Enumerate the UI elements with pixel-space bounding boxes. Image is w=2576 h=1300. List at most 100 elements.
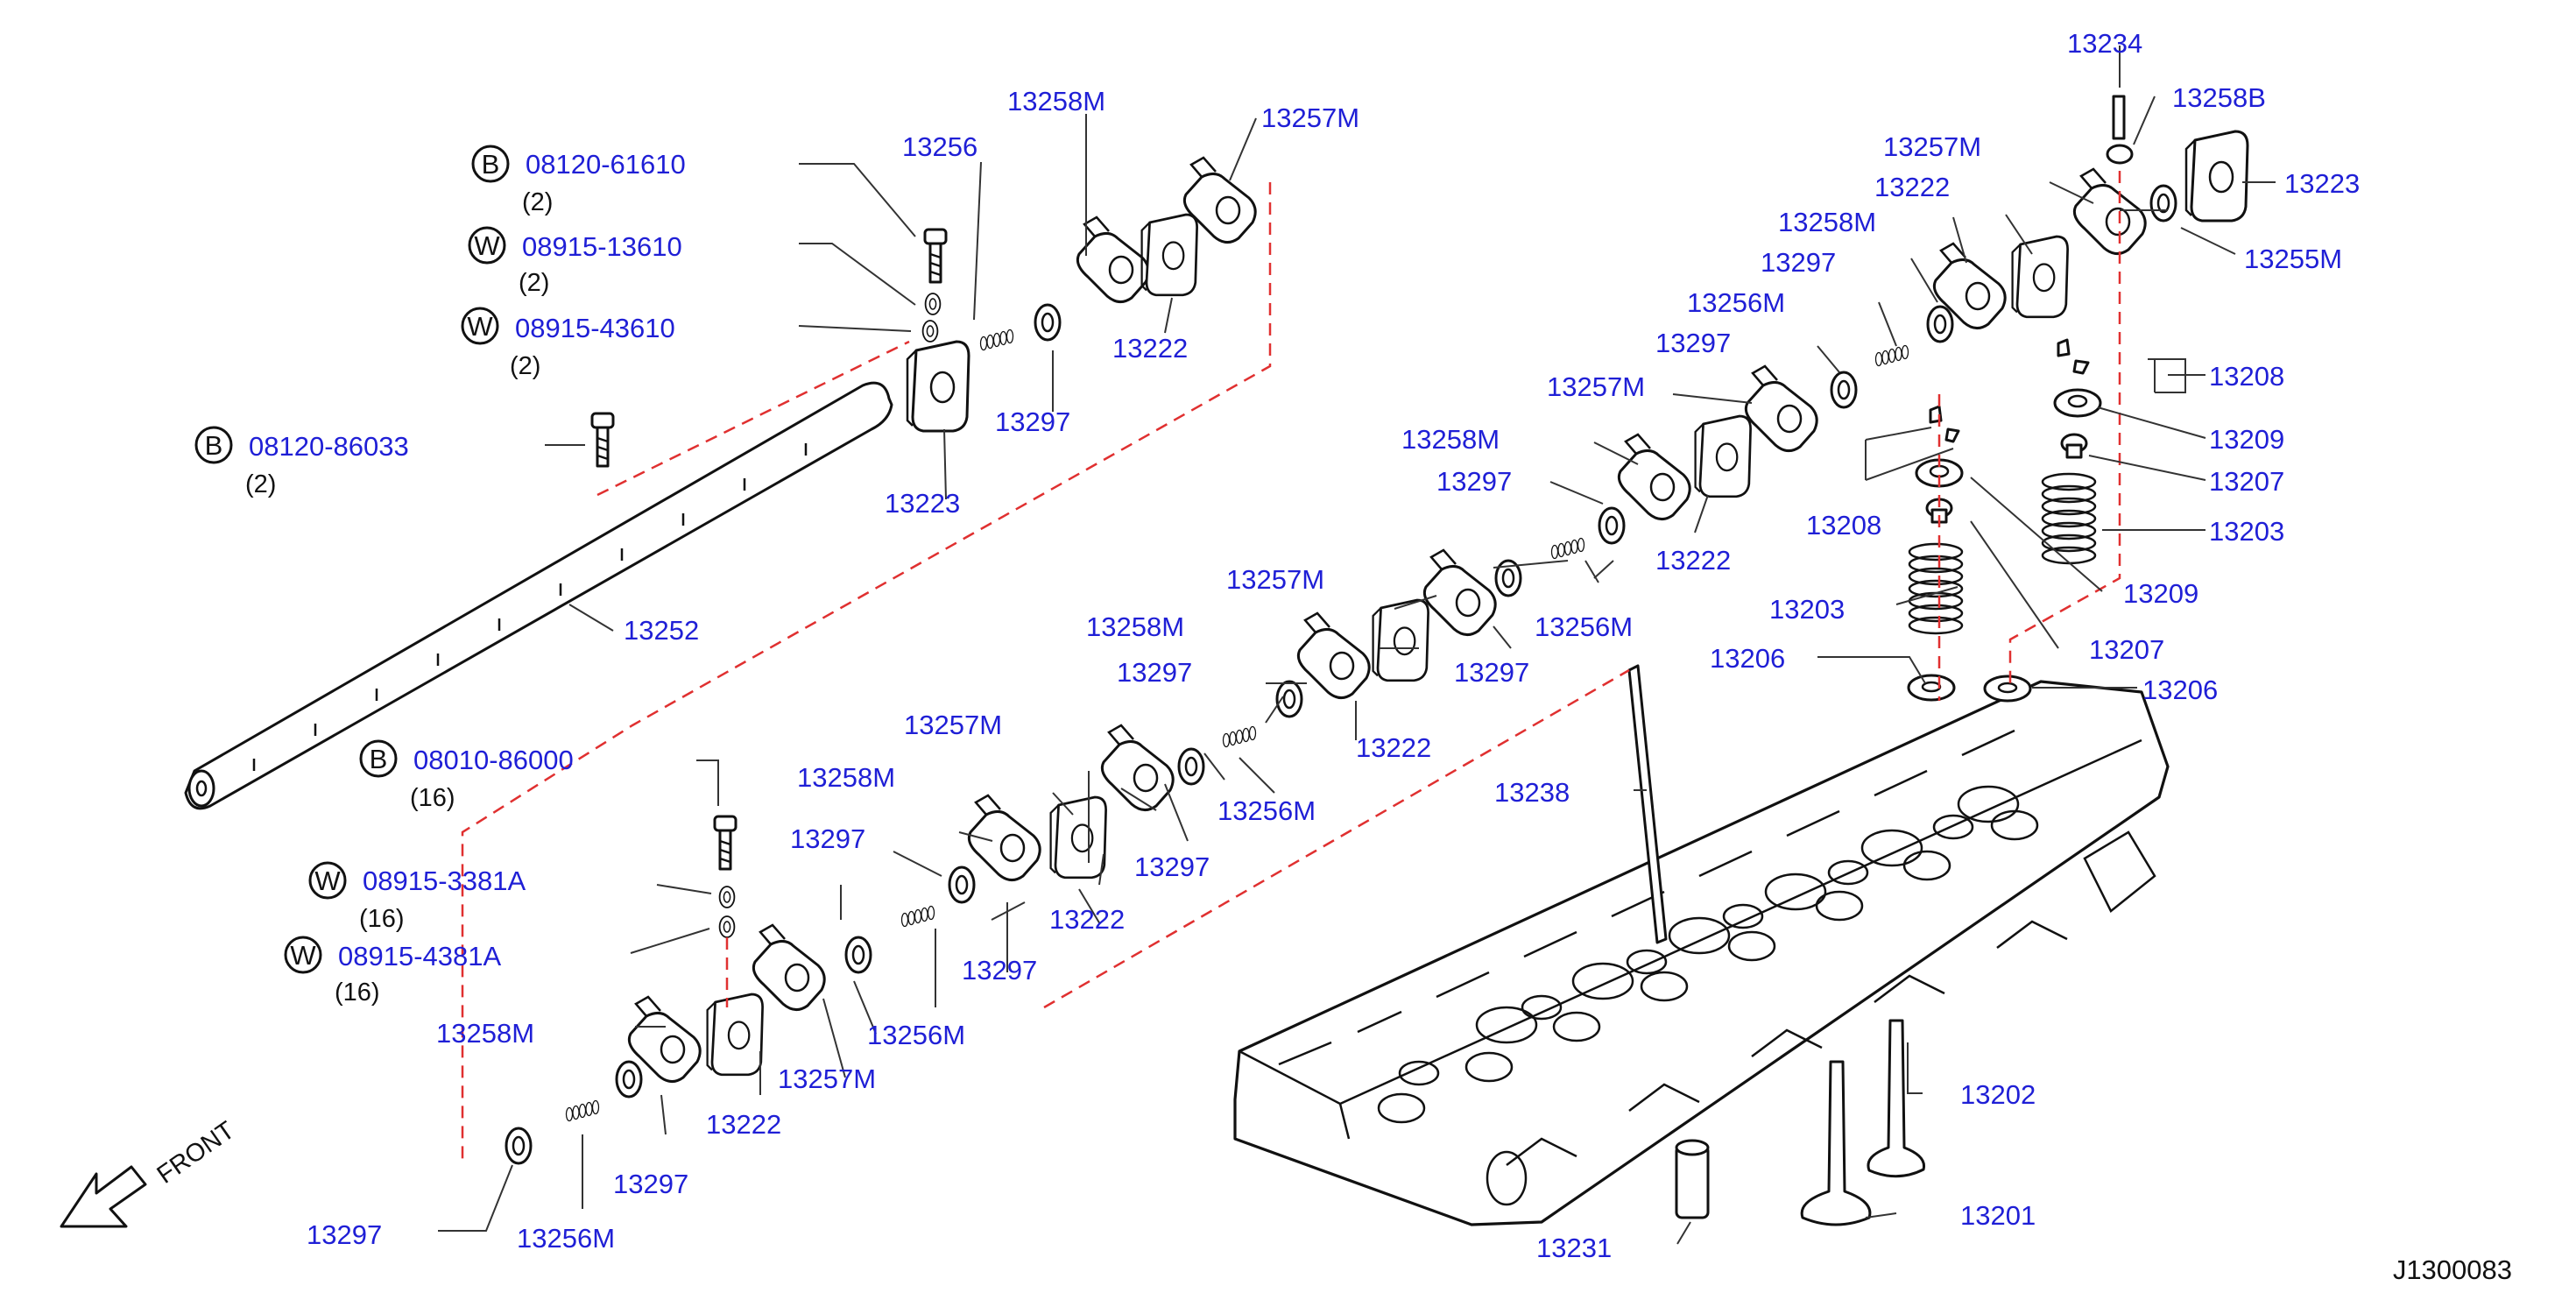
washer-08915-43610[interactable] (921, 320, 939, 343)
bolt-08120-86033[interactable] (590, 412, 615, 468)
bracket-13222-top[interactable] (1140, 213, 1198, 297)
washer-13297-r2[interactable] (1598, 506, 1626, 545)
label-13297[interactable]: 13297 (995, 406, 1070, 437)
bracket-13223-left[interactable] (906, 340, 970, 433)
fastener-callout-3[interactable]: W 08915-43610 (2) (461, 307, 675, 380)
label-13209[interactable]: 13209 (2123, 578, 2198, 609)
rocker-13257M-r2[interactable] (1744, 364, 1818, 453)
bracket-13222-r3[interactable] (1372, 598, 1429, 682)
label-13297[interactable]: 13297 (1454, 657, 1529, 688)
label-13208[interactable]: 13208 (1806, 510, 1881, 540)
spring-13256M-r2[interactable] (1550, 537, 1585, 560)
bracket-13222-r4[interactable] (1049, 795, 1107, 880)
seal-13207-r[interactable] (2060, 433, 2088, 459)
label-13297[interactable]: 13297 (790, 823, 865, 854)
label-13258M[interactable]: 13258M (436, 1018, 534, 1049)
bracket-13222-r2[interactable] (1694, 414, 1752, 498)
rocker-13258M-top[interactable] (1076, 215, 1150, 304)
stud-13234[interactable] (2112, 95, 2126, 140)
rocker-13257M-tr[interactable] (2072, 167, 2147, 256)
label-13256M[interactable]: 13256M (1535, 611, 1633, 642)
bolt-08120-61610[interactable] (923, 228, 948, 284)
label-13257M[interactable]: 13257M (904, 710, 1002, 740)
label-13297[interactable]: 13297 (962, 955, 1037, 986)
label-13201[interactable]: 13201 (1960, 1200, 2036, 1231)
label-13222[interactable]: 13222 (1356, 732, 1431, 763)
bracket-13222-r5[interactable] (706, 993, 764, 1077)
washer-13297-r7[interactable] (844, 936, 872, 974)
label-13252[interactable]: 13252 (624, 615, 699, 646)
guide-13231[interactable] (1675, 1139, 1710, 1219)
fastener-callout-5[interactable]: B 08010-86000 (16) (359, 739, 574, 812)
spring-13256M-r3[interactable] (1222, 725, 1257, 748)
label-13297[interactable]: 13297 (1761, 247, 1836, 278)
label-13256M[interactable]: 13256M (517, 1223, 615, 1254)
bracket-13222-tr[interactable] (2011, 235, 2069, 319)
washer-08915-13610[interactable] (924, 293, 942, 315)
fastener-callout-2[interactable]: W 08915-13610 (2) (468, 226, 682, 297)
label-13234[interactable]: 13234 (2067, 28, 2142, 59)
label-13208[interactable]: 13208 (2209, 361, 2284, 392)
fastener-callout-6[interactable]: W 08915-3381A (16) (308, 861, 526, 933)
label-13258M[interactable]: 13258M (1086, 611, 1184, 642)
label-13206[interactable]: 13206 (2142, 675, 2218, 705)
bracket-13223-right[interactable] (2184, 130, 2249, 223)
washer-08915-3381A[interactable] (718, 886, 736, 908)
label-13258M[interactable]: 13258M (797, 762, 895, 793)
label-13223[interactable]: 13223 (2284, 168, 2360, 199)
valve-13201[interactable] (1800, 1060, 1872, 1226)
label-13256M[interactable]: 13256M (1217, 795, 1316, 826)
spring-13256M-r4[interactable] (900, 905, 935, 928)
rocker-13257M-r5[interactable] (752, 923, 826, 1012)
seal-13207-l[interactable] (1925, 498, 1953, 524)
bolt-08010-86000[interactable] (713, 815, 738, 871)
washer-13297-r8[interactable] (615, 1060, 643, 1099)
label-13256[interactable]: 13256 (902, 131, 977, 162)
fastener-callout-7[interactable]: W 08915-4381A (16) (284, 936, 501, 1007)
label-13223[interactable]: 13223 (885, 488, 960, 519)
label-13209[interactable]: 13209 (2209, 424, 2284, 455)
label-13238[interactable]: 13238 (1494, 777, 1570, 808)
rocker-13257M-r4[interactable] (1100, 724, 1175, 812)
label-13203[interactable]: 13203 (2209, 516, 2284, 547)
label-13297[interactable]: 13297 (613, 1169, 688, 1199)
label-13222[interactable]: 13222 (1049, 904, 1125, 935)
pushrod-13238[interactable] (1627, 664, 1668, 944)
washer-13297-r6[interactable] (948, 865, 976, 904)
rocker-13258M-r2[interactable] (1617, 433, 1691, 521)
washer-08915-4381A[interactable] (718, 915, 736, 938)
spring-13256[interactable] (979, 329, 1014, 351)
label-13258B[interactable]: 13258B (2172, 82, 2266, 113)
label-13203[interactable]: 13203 (1769, 594, 1845, 625)
label-13256M[interactable]: 13256M (867, 1020, 965, 1050)
seat-13206-r[interactable] (1983, 675, 2032, 703)
label-13258M[interactable]: 13258M (1401, 424, 1500, 455)
collet-13208-l[interactable] (1929, 405, 1960, 443)
label-13206[interactable]: 13206 (1710, 643, 1785, 674)
label-13256M[interactable]: 13256M (1687, 287, 1785, 318)
collet-13208-r[interactable] (2057, 338, 2090, 375)
label-13207[interactable]: 13207 (2209, 466, 2284, 497)
seat-13206-l[interactable] (1907, 674, 1956, 702)
label-13297[interactable]: 13297 (1436, 466, 1512, 497)
label-13257M[interactable]: 13257M (778, 1063, 876, 1094)
label-13222[interactable]: 13222 (1112, 333, 1188, 364)
washer-13255M[interactable] (2149, 184, 2177, 223)
retainer-13209-r[interactable] (2053, 388, 2102, 418)
nut-13258B[interactable] (2106, 144, 2134, 165)
label-13258M[interactable]: 13258M (1778, 207, 1876, 237)
label-13222[interactable]: 13222 (706, 1109, 781, 1140)
rocker-shaft[interactable] (184, 381, 893, 810)
washer-13297-tr[interactable] (1926, 305, 1954, 343)
rocker-13257M-r3[interactable] (1422, 548, 1497, 637)
fastener-callout-4[interactable]: B 08120-86033 (2) (194, 426, 409, 498)
label-13297[interactable]: 13297 (1134, 851, 1210, 882)
label-13257M[interactable]: 13257M (1261, 102, 1359, 133)
valve-13202[interactable] (1867, 1019, 1926, 1178)
label-13297[interactable]: 13297 (1117, 657, 1192, 688)
rocker-13258M-r3[interactable] (1296, 611, 1371, 700)
fastener-callout-1[interactable]: B 08120-61610 (2) (471, 145, 686, 216)
label-13222[interactable]: 13222 (1874, 172, 1950, 202)
label-13257M[interactable]: 13257M (1547, 371, 1645, 402)
label-13255M[interactable]: 13255M (2244, 244, 2342, 274)
